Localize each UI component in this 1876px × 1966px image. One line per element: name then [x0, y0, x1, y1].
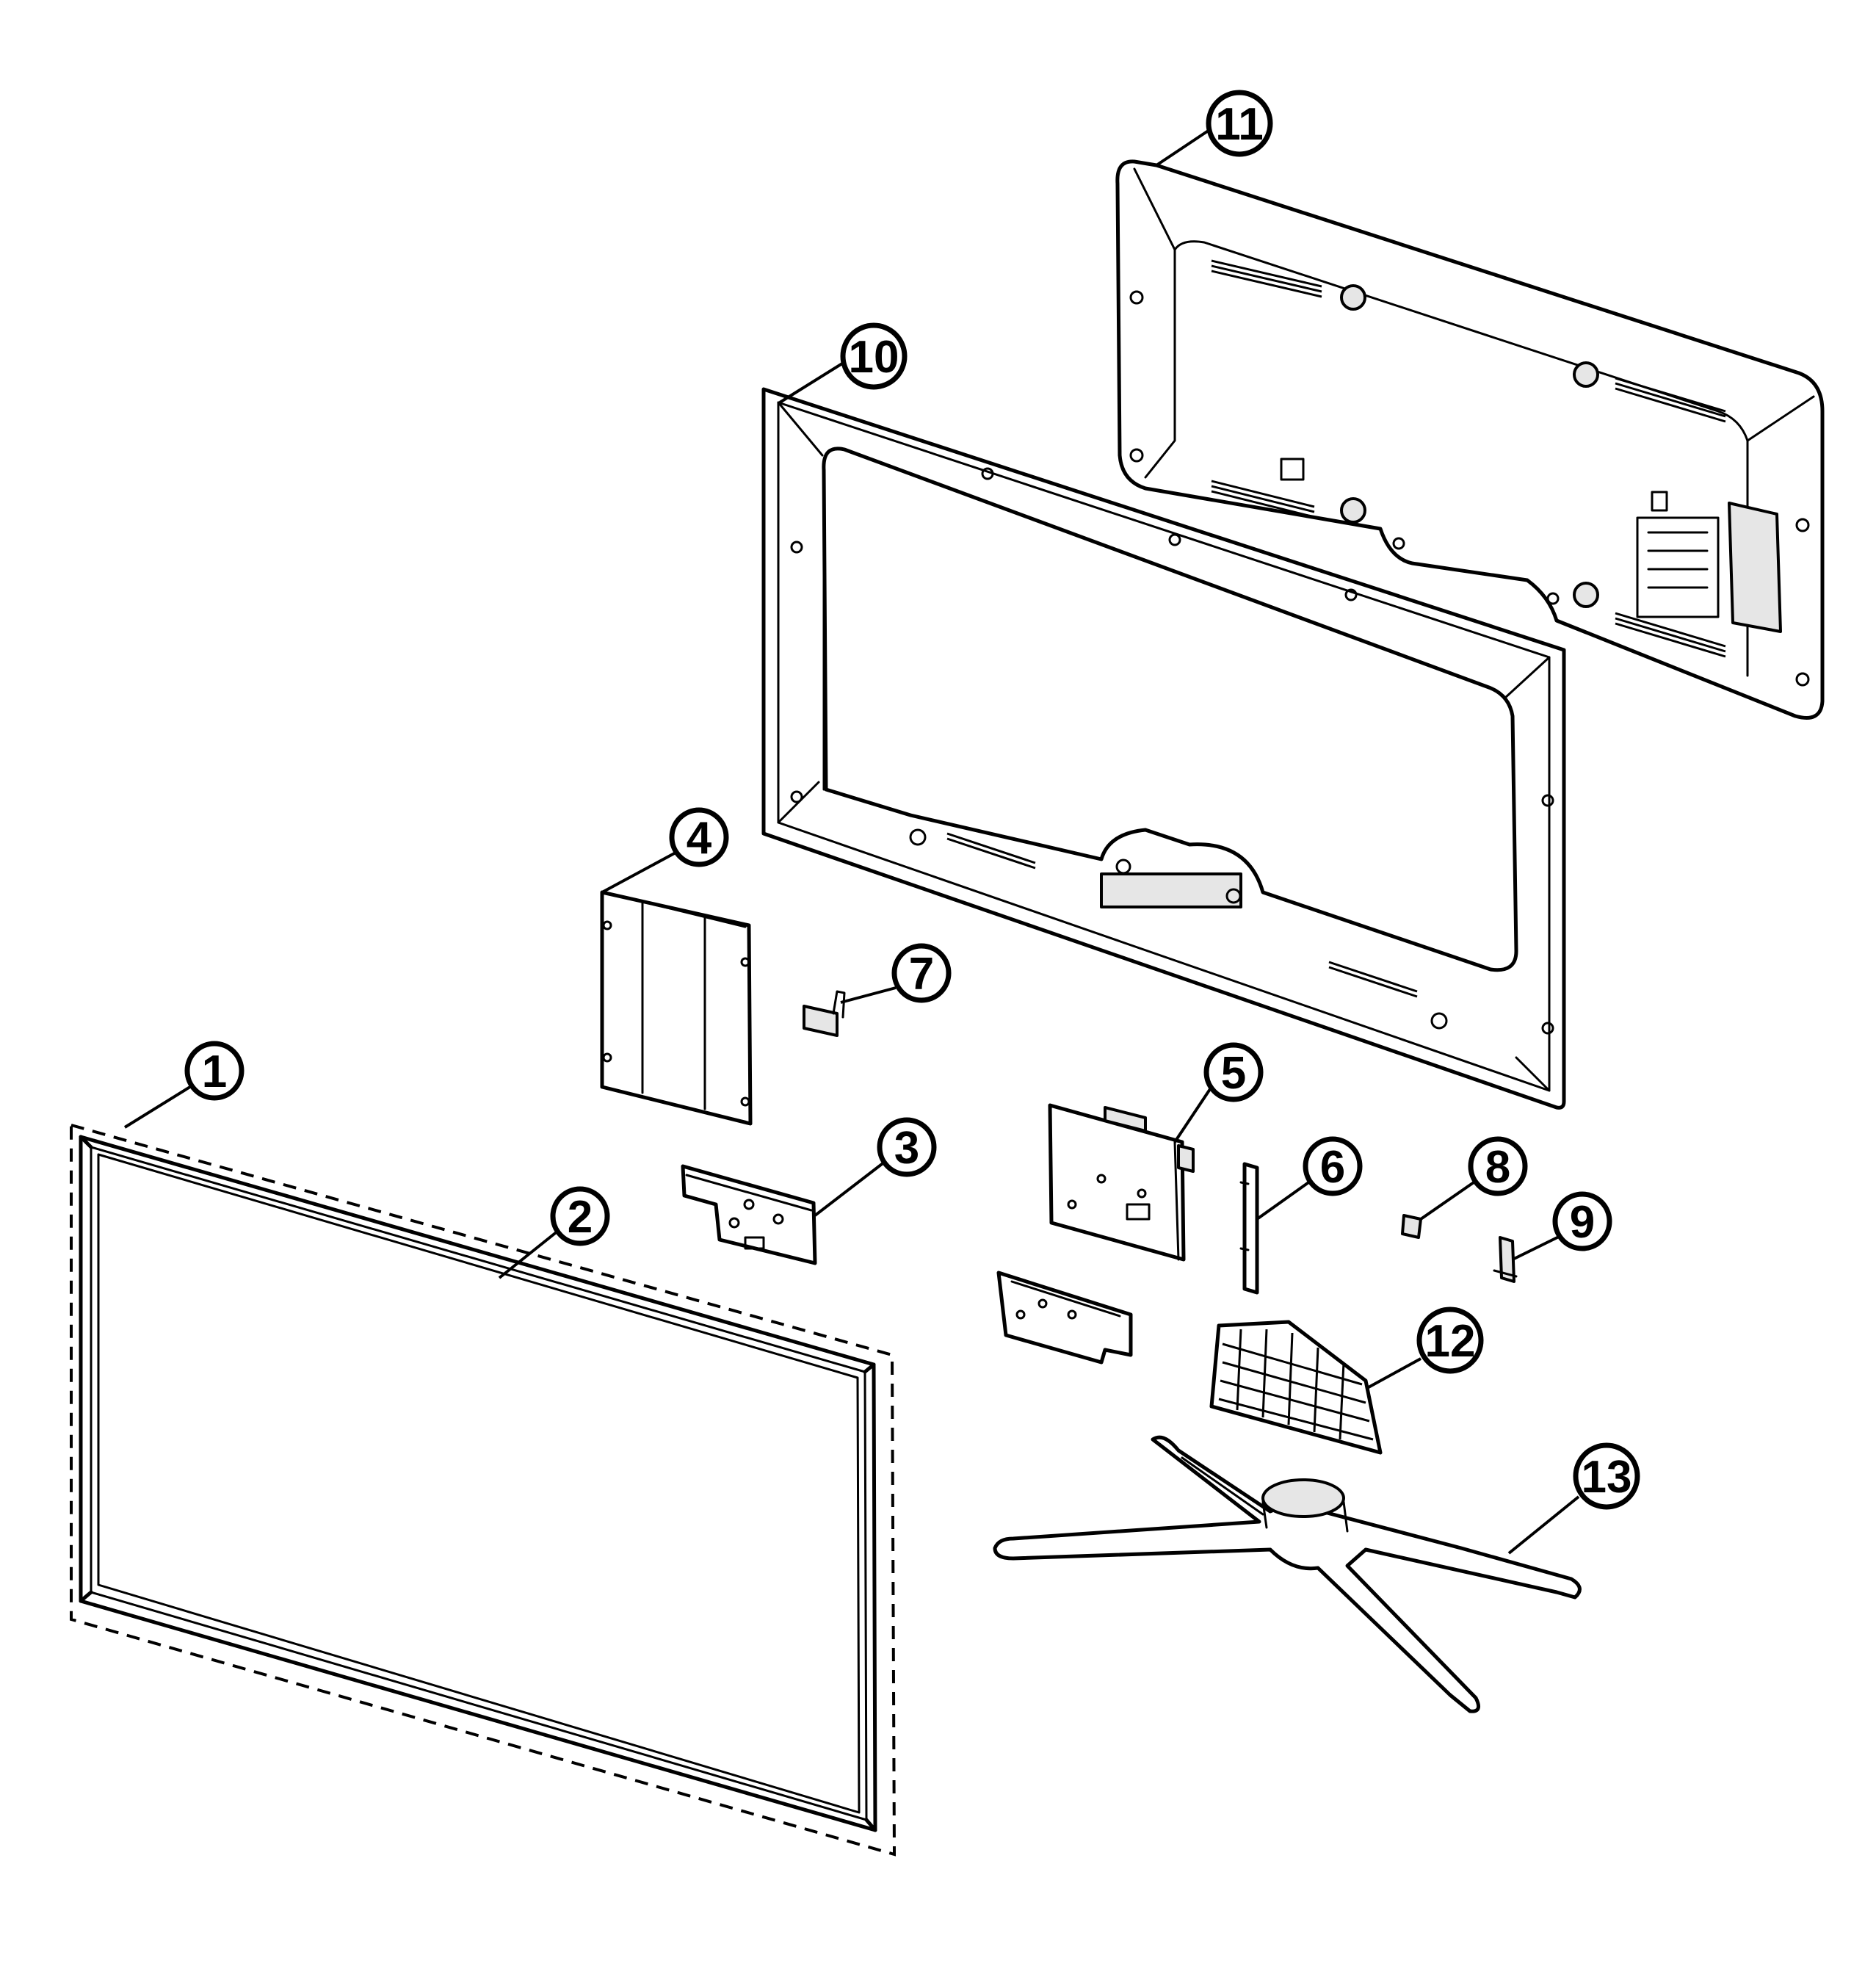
callout-2: 2 [550, 1186, 610, 1246]
part-12-stand-cover [1209, 1320, 1383, 1455]
callout-4-label: 4 [687, 813, 712, 864]
part-rear-cover [1115, 159, 1825, 720]
callout-6: 6 [1303, 1136, 1363, 1196]
leader-lines [123, 127, 1580, 1555]
callout-10: 10 [840, 322, 908, 390]
callout-12-label: 12 [1425, 1316, 1476, 1367]
callout-5-label: 5 [1221, 1048, 1246, 1099]
callout-1-label: 1 [202, 1047, 227, 1097]
part-8-clip [1401, 1214, 1422, 1239]
callout-2-label: 2 [568, 1192, 593, 1243]
part-4-board [600, 890, 753, 1126]
part-5-main-board [1048, 1103, 1195, 1262]
callout-3: 3 [877, 1117, 937, 1177]
part-9-clip [1493, 1236, 1518, 1283]
part-stand-bracket [996, 1271, 1133, 1365]
callout-13-label: 13 [1582, 1452, 1632, 1503]
part-middle-frame [761, 387, 1566, 1110]
callout-7-label: 7 [909, 949, 934, 1000]
callout-9: 9 [1552, 1191, 1612, 1251]
part-3-bracket [681, 1164, 817, 1265]
callout-1: 1 [184, 1041, 245, 1101]
part-6-rail [1239, 1162, 1259, 1295]
callout-8-label: 8 [1485, 1142, 1510, 1193]
part-13-stand-base [993, 1435, 1582, 1713]
callout-3-label: 3 [894, 1123, 919, 1174]
callout-13: 13 [1573, 1442, 1640, 1510]
callout-7: 7 [891, 943, 952, 1003]
callout-10-label: 10 [849, 332, 899, 383]
callout-12: 12 [1416, 1307, 1484, 1374]
part-front-panel [70, 1123, 897, 1857]
callout-5: 5 [1203, 1042, 1264, 1102]
part-7-connector [803, 990, 846, 1037]
callout-9-label: 9 [1570, 1197, 1595, 1248]
callout-4: 4 [669, 807, 729, 867]
callout-8: 8 [1468, 1136, 1528, 1196]
callout-6-label: 6 [1320, 1142, 1345, 1193]
callout-11-label: 11 [1215, 99, 1264, 150]
callout-11: 11 [1206, 90, 1273, 157]
